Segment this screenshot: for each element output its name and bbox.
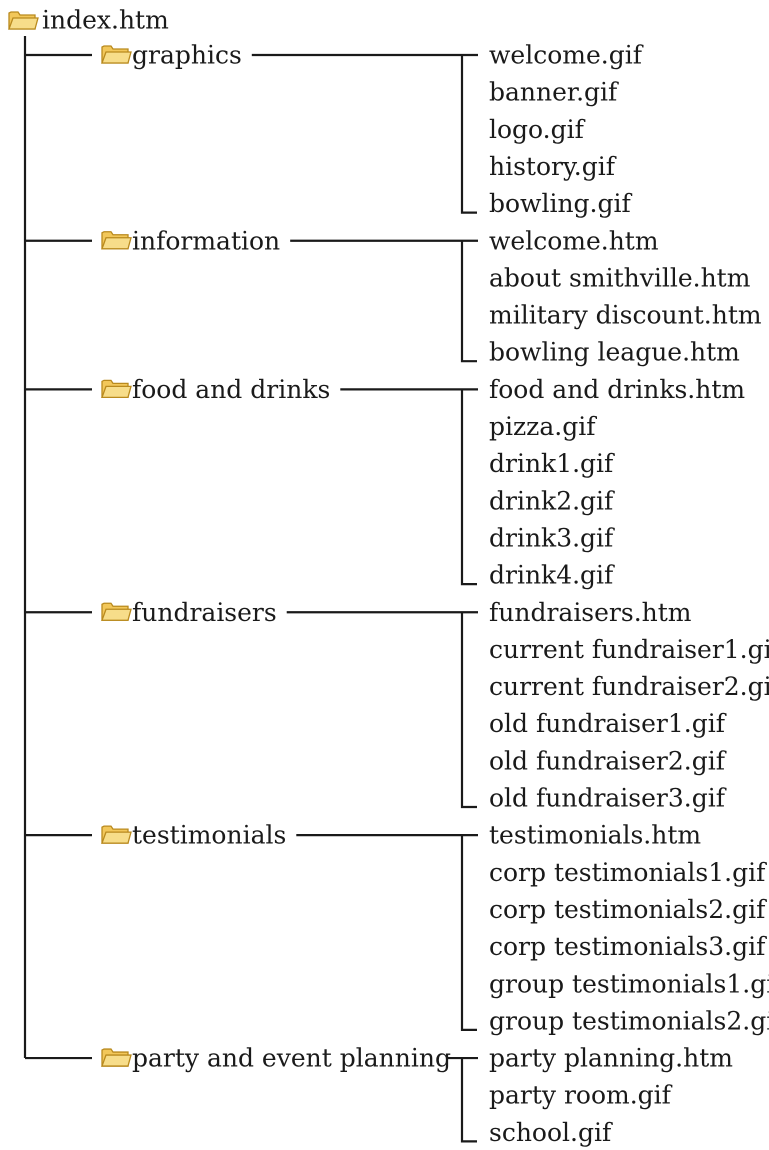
file-bracket-line [460,1058,477,1143]
file-label: logo.gif [489,115,586,144]
file-label: corp testimonials1.gif [489,858,767,887]
file-label: fundraisers.htm [489,598,692,627]
folder-group: information welcome.htm about smithville.h… [25,226,762,367]
file-label: drink3.gif [489,523,615,552]
file-bracket-line [460,389,477,586]
file-label: old fundraiser2.gif [489,746,727,775]
folder-icon [101,602,132,621]
file-label: party planning.htm [489,1044,733,1073]
folder-group: fundraisers fundraisers.htm current fundra… [25,598,769,813]
folder-label: graphics [132,41,242,70]
root-folder-icon [8,11,39,30]
file-label: drink2.gif [489,486,615,515]
file-label: about smithville.htm [489,263,751,292]
file-label: history.gif [489,152,617,181]
file-bracket-line [460,55,477,214]
file-label: current fundraiser2.gif [489,672,769,701]
file-label: drink1.gif [489,449,615,478]
folder-label: party and event planning [132,1044,451,1073]
folder-group: party and event planning party planning.h… [25,1044,733,1147]
file-label: old fundraiser1.gif [489,709,727,738]
file-label: welcome.gif [489,41,644,70]
root-file-label: index.htm [42,6,169,35]
file-label: party room.gif [489,1081,673,1110]
file-label: group testimonials1.gif [489,969,769,998]
folder-groups: graphics welcome.gif banner.gif logo.gif his… [25,41,769,1147]
file-label: welcome.htm [489,226,659,255]
folder-icon [101,1048,132,1067]
folder-icon [101,45,132,64]
file-label: old fundraiser3.gif [489,784,727,813]
file-label: school.gif [489,1118,613,1147]
file-bracket-line [460,612,477,809]
file-label: banner.gif [489,78,619,107]
folder-icon [101,379,132,399]
file-label: food and drinks.htm [489,375,745,404]
file-label: corp testimonials2.gif [489,895,767,924]
file-label: drink4.gif [489,561,615,590]
file-label: bowling.gif [489,189,632,218]
folder-label: testimonials [132,821,286,850]
file-label: bowling league.htm [489,338,740,367]
folder-label: fundraisers [132,598,277,627]
file-label: corp testimonials3.gif [489,932,767,961]
file-label: pizza.gif [489,412,597,441]
folder-group: graphics welcome.gif banner.gif logo.gif his… [25,41,644,218]
folder-icon [101,825,132,844]
file-label: group testimonials2.gif [489,1006,769,1035]
folder-label: information [132,226,280,255]
file-bracket-line [460,835,477,1031]
folder-group: food and drinks food and drinks.htm pizza.… [25,375,745,590]
folder-label: food and drinks [132,375,330,404]
folder-icon [101,231,132,250]
file-bracket-line [460,240,477,363]
file-label: testimonials.htm [489,821,701,850]
file-label: military discount.htm [489,301,762,330]
file-label: current fundraiser1.gif [489,635,769,664]
folder-group: testimonials testimonials.htm corp testimo… [25,821,769,1035]
